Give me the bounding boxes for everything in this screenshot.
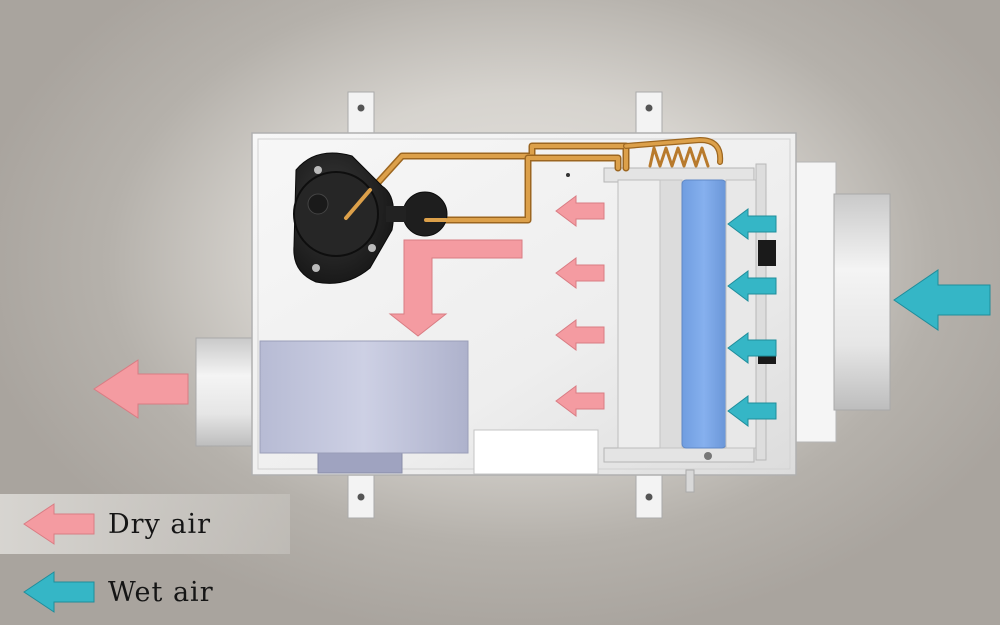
wet-air-intake-arrow-icon: [893, 269, 991, 331]
blower-fan: [259, 340, 469, 474]
wet-air-arrows: [727, 208, 777, 427]
legend-wet-label: Wet air: [108, 576, 214, 608]
copper-pipes: [342, 137, 724, 224]
dry-air-arrow-icon: [555, 257, 605, 289]
drain-spout: [685, 469, 695, 493]
dry-air-arrow-icon: [23, 503, 95, 545]
dry-air-arrow-icon: [555, 385, 605, 417]
inlet-duct: [833, 193, 891, 411]
dry-air-arrows: [555, 195, 605, 417]
wet-air-arrow-icon: [23, 571, 95, 613]
drain-tray: [473, 429, 599, 475]
compressor: [293, 152, 448, 284]
legend-wet-air: Wet air: [0, 562, 290, 622]
wet-air-arrow-icon: [727, 332, 777, 364]
legend-dry-air: Dry air: [0, 494, 290, 554]
evaporator-coil: [681, 179, 727, 449]
wet-air-arrow-icon: [727, 395, 777, 427]
outlet-duct: [195, 337, 261, 447]
dry-air-exit-arrow-icon: [93, 359, 189, 419]
mounting-brackets: [347, 91, 663, 519]
dry-air-arrow-icon: [555, 319, 605, 351]
dry-air-arrow-icon: [388, 239, 523, 337]
wet-air-arrow-icon: [727, 270, 777, 302]
inlet-collar: [789, 161, 837, 443]
legend-dry-label: Dry air: [108, 508, 212, 540]
wet-air-arrow-icon: [727, 208, 777, 240]
dry-air-arrow-icon: [555, 195, 605, 227]
